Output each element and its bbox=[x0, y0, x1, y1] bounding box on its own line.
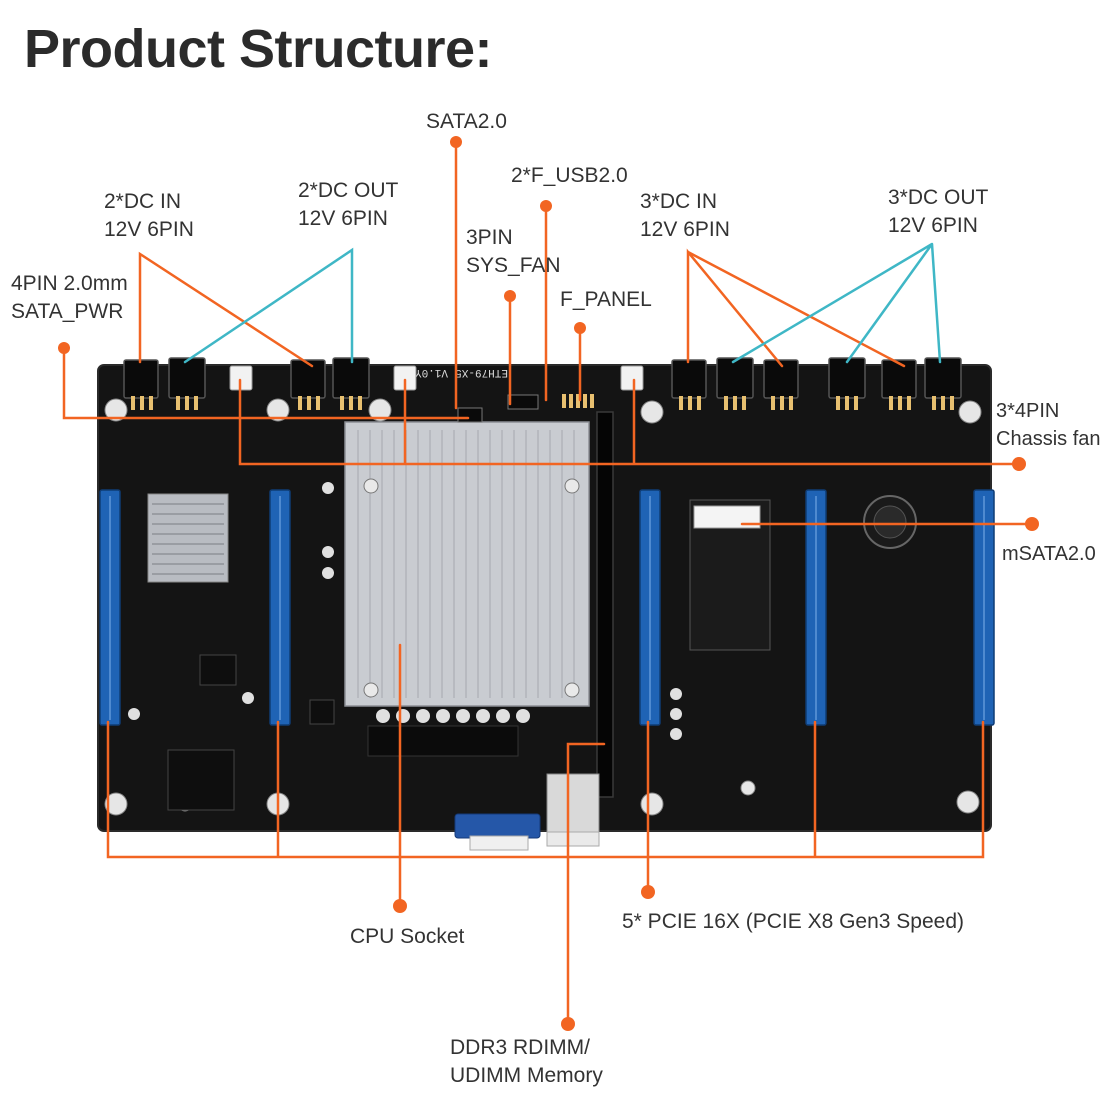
chipset-heatsink bbox=[147, 493, 229, 583]
dc-in-connector-1 bbox=[123, 359, 159, 399]
dc-out-connector-5 bbox=[924, 357, 962, 399]
front-panel-header bbox=[562, 394, 594, 408]
vga-port bbox=[454, 813, 541, 839]
dc-connectors bbox=[123, 357, 962, 399]
ddr3-memory-slot bbox=[596, 411, 614, 798]
label-f-panel: F_PANEL bbox=[560, 288, 652, 311]
chassis-fan-header-3 bbox=[620, 365, 644, 391]
mounting-holes bbox=[104, 398, 982, 816]
page-title: Product Structure: bbox=[24, 19, 493, 79]
dc-out-connector-3 bbox=[716, 357, 754, 399]
usb-header bbox=[507, 394, 539, 410]
label-f-usb2: 2*F_USB2.0 bbox=[511, 164, 628, 187]
leader-sata-pwr bbox=[62, 346, 470, 420]
bios-chip bbox=[309, 699, 335, 725]
label-cpu-socket: CPU Socket bbox=[350, 925, 465, 948]
leader-dc-in-3 bbox=[686, 248, 906, 368]
vrm-area bbox=[367, 725, 519, 757]
board-model-text: ETH79-X5 bbox=[455, 366, 508, 378]
usb-port bbox=[546, 773, 600, 835]
io-chip bbox=[199, 654, 237, 686]
sata-port bbox=[457, 407, 483, 423]
board-rev-text: V1.0Y bbox=[415, 366, 448, 378]
dc-in-connector-3 bbox=[671, 359, 707, 399]
dc-out-connector-4 bbox=[828, 357, 866, 399]
cpu-heatsink bbox=[344, 421, 590, 707]
label-sata2: SATA2.0 bbox=[426, 110, 507, 133]
callout-dots bbox=[58, 136, 1039, 1031]
dc-in-connector-2 bbox=[290, 359, 326, 399]
dc-in-connector-5 bbox=[881, 359, 917, 399]
dc-out-connector-1 bbox=[168, 357, 206, 399]
leader-ddr3 bbox=[566, 742, 606, 1026]
label-msata: mSATA2.0 bbox=[1002, 543, 1096, 565]
leader-dc-out-2 bbox=[183, 247, 354, 364]
leader-dc-in-2 bbox=[138, 251, 314, 368]
leader-chassis-fan bbox=[238, 378, 1021, 466]
dc-out-connector-2 bbox=[332, 357, 370, 399]
fan-headers bbox=[229, 365, 644, 391]
label-ddr3: DDR3 RDIMM/UDIMM Memory bbox=[450, 1036, 603, 1087]
leader-dc-out-3 bbox=[731, 242, 942, 364]
aspeed-chip bbox=[167, 749, 235, 811]
leader-pcie bbox=[106, 720, 985, 894]
label-pcie: 5* PCIE 16X (PCIE X8 Gen3 Speed) bbox=[622, 910, 965, 933]
